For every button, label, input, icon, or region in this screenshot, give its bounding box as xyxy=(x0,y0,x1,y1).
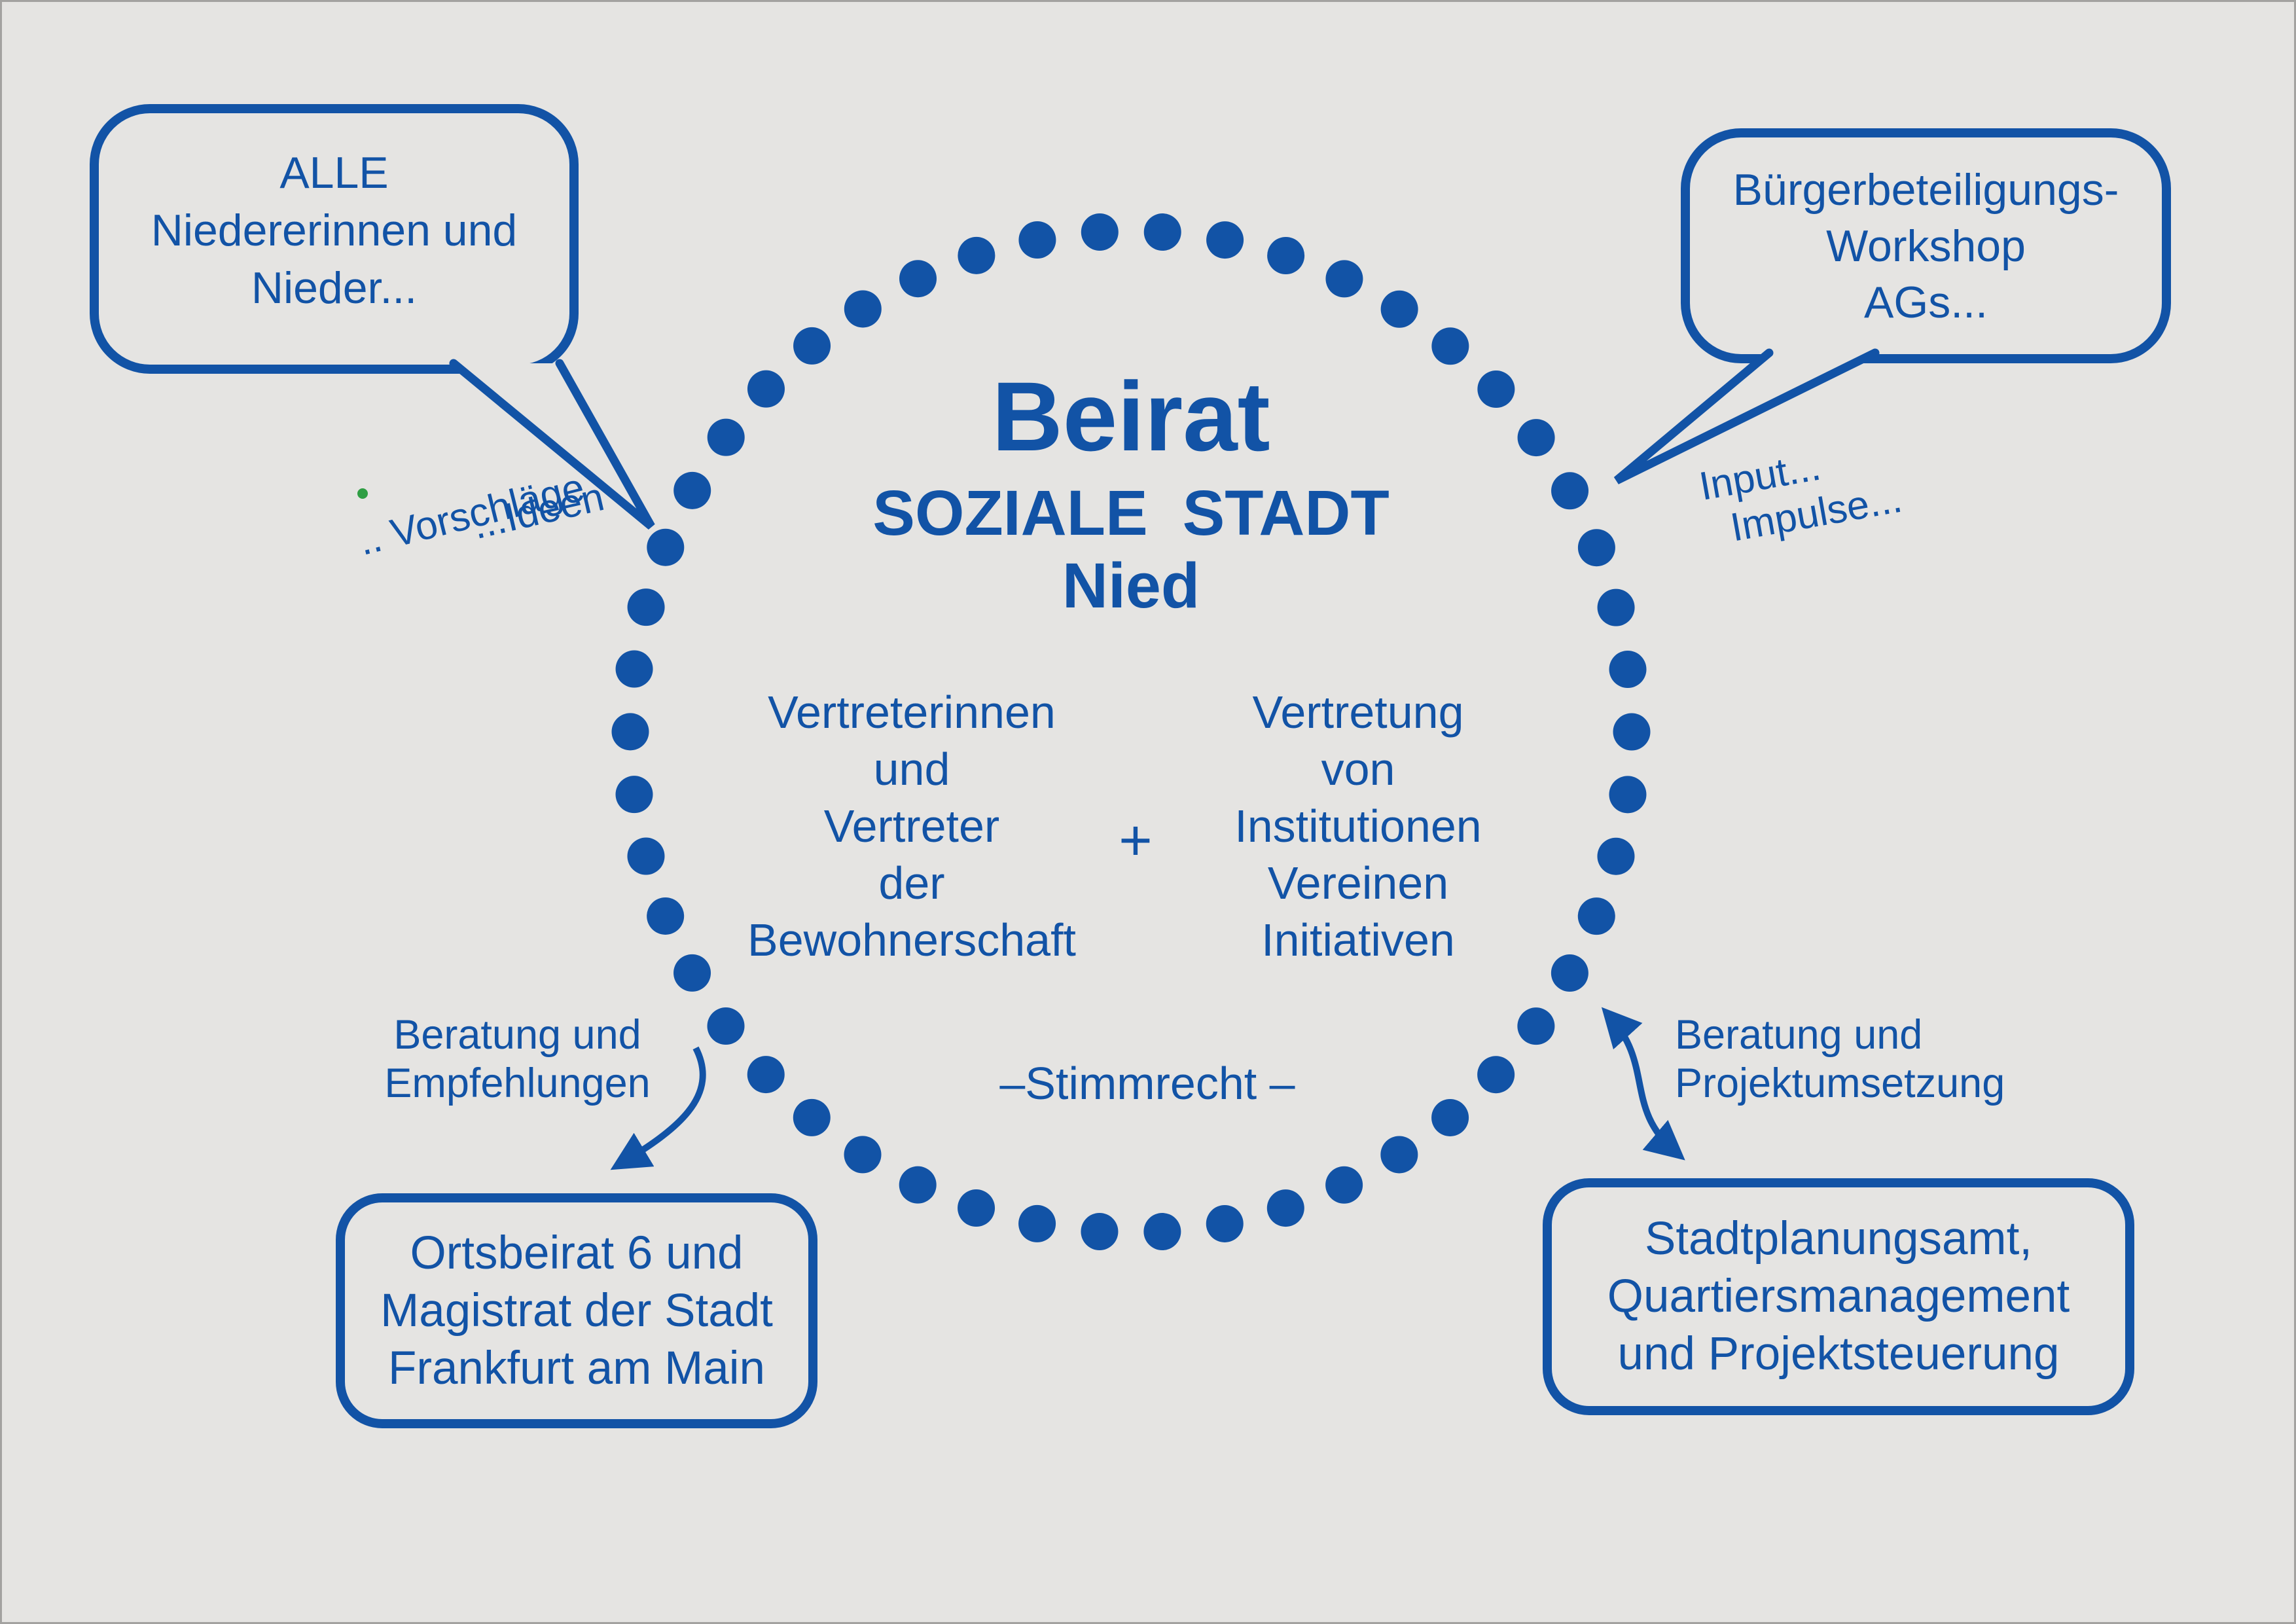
member-group-line: der xyxy=(878,857,945,909)
member-group-institutions: Vertretung von Institutionen Vereinen In… xyxy=(1149,684,1568,969)
speech-bubble-top-left-shape xyxy=(90,104,579,374)
member-group-line: Vertretung xyxy=(1252,687,1464,738)
green-dot-icon xyxy=(357,488,368,499)
diagram-location: Nied xyxy=(1062,550,1200,621)
advice-line: Beratung und xyxy=(1675,1012,1923,1058)
box-line: Magistrat der Stadt xyxy=(380,1284,773,1337)
speech-bubble-line: Bürgerbeteiligungs- xyxy=(1732,164,2119,215)
box-line: und Projektsteuerung xyxy=(1617,1328,2060,1380)
diagram-subtitle: SOZIALE STADT xyxy=(872,477,1390,549)
member-group-line: Bewohnerschaft xyxy=(747,914,1076,965)
speech-bubble-line: ALLE xyxy=(279,148,389,198)
member-group-line: und xyxy=(873,744,950,795)
advice-line: Empfehlungen xyxy=(384,1060,651,1106)
advice-line: Beratung und xyxy=(393,1012,641,1058)
member-group-line: Vertreterinnen xyxy=(768,687,1056,738)
arrow-advice-left-icon xyxy=(610,1046,706,1170)
speech-bubble-top-right-tail xyxy=(1613,348,1880,484)
speech-bubble-line: AGs... xyxy=(1864,277,1988,327)
box-stadtplanungsamt: Stadtplanungsamt, Quartiersmanagement un… xyxy=(1547,1183,2130,1411)
speech-bubble-top-left: ALLE Niedererinnen und Nieder... xyxy=(94,109,574,369)
speech-bubble-top-right: Bürgerbeteiligungs- Workshop AGs... xyxy=(1685,133,2166,359)
speech-bubble-line: Workshop xyxy=(1826,221,2026,271)
plus-sign: + xyxy=(1119,808,1153,873)
advice-label-left: Beratung und Empfehlungen xyxy=(365,1011,670,1108)
box-bottom-right-shape xyxy=(1543,1178,2134,1415)
dotted-circle xyxy=(611,212,1651,1252)
box-line: Frankfurt am Main xyxy=(387,1342,766,1394)
voting-note: –Stimmrecht – xyxy=(999,1058,1295,1109)
member-group-line: Institutionen xyxy=(1234,801,1482,852)
diagram-title: Beirat xyxy=(992,361,1270,471)
speech-bubble-top-left-tail xyxy=(449,359,655,530)
speech-bubble-top-right-shape xyxy=(1681,128,2171,363)
speech-bubble-line: Nieder... xyxy=(251,263,418,313)
arrow-advice-right-icon xyxy=(1601,1007,1685,1161)
member-group-line: von xyxy=(1321,744,1395,795)
member-group-residents: Vertreterinnen und Vertreter der Bewohne… xyxy=(702,684,1121,969)
box-line: Ortsbeirat 6 und xyxy=(410,1227,744,1279)
box-line: Stadtplanungsamt, xyxy=(1644,1213,2033,1265)
member-group-line: Vertreter xyxy=(823,801,1000,852)
member-group-line: Initiativen xyxy=(1261,914,1455,965)
circle-heading: Beirat SOZIALE STADT Nied xyxy=(738,363,1524,621)
member-group-line: Vereinen xyxy=(1267,857,1449,909)
box-bottom-left-shape xyxy=(336,1193,817,1428)
box-line: Quartiersmanagement xyxy=(1607,1271,2070,1322)
advice-line: Projektumsetzung xyxy=(1675,1060,2005,1106)
advice-label-right: Beratung und Projektumsetzung xyxy=(1675,1011,2005,1108)
box-ortsbeirat: Ortsbeirat 6 und Magistrat der Stadt Fra… xyxy=(340,1198,813,1424)
speech-bubble-line: Niedererinnen und xyxy=(151,206,518,255)
